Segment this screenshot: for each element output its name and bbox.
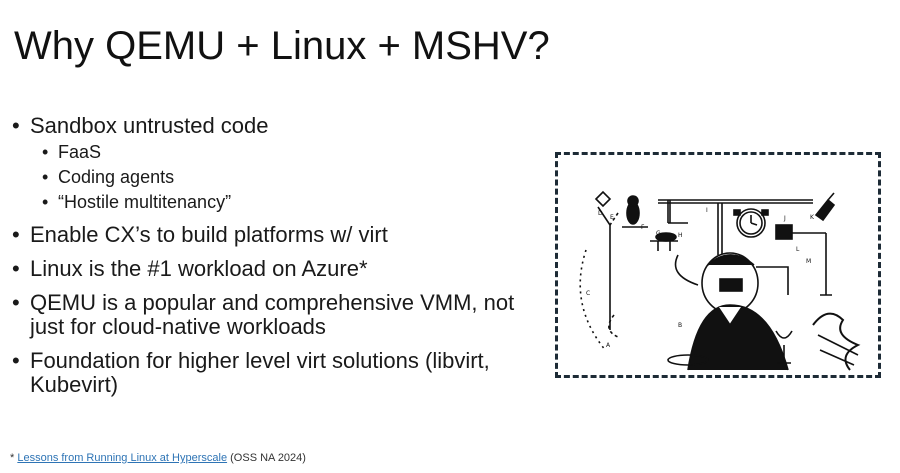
label-e: E <box>610 214 614 221</box>
rube-goldberg-illustration: A B C D E F G H I J K L M <box>579 190 861 371</box>
footnote-suffix: (OSS NA 2024) <box>227 452 306 464</box>
label-b: B <box>678 322 682 329</box>
sub-bullet-hostile-multitenancy: “Hostile multitenancy” <box>42 190 532 215</box>
label-f: F <box>641 224 645 231</box>
sub-bullet-list: FaaS Coding agents “Hostile multitenancy… <box>42 140 532 215</box>
bullet-sandbox: Sandbox untrusted code <box>12 114 532 139</box>
bullet-enable-cx: Enable CX’s to build platforms w/ virt <box>12 223 532 248</box>
label-j: J <box>783 215 786 222</box>
bullet-linux-workload: Linux is the #1 workload on Azure* <box>12 257 532 282</box>
label-c: C <box>586 290 590 297</box>
illustration-frame: A B C D E F G H I J K L M <box>555 152 881 378</box>
label-a: A <box>606 342 611 349</box>
label-k: K <box>810 214 815 221</box>
sub-bullet-faas: FaaS <box>42 140 532 165</box>
label-h: H <box>678 232 683 239</box>
footnote-link[interactable]: Lessons from Running Linux at Hyperscale <box>17 452 228 464</box>
label-d: D <box>598 210 603 217</box>
sub-bullet-coding-agents: Coding agents <box>42 165 532 190</box>
label-m: M <box>806 258 811 265</box>
footnote-prefix: * <box>10 452 18 464</box>
bullet-foundation: Foundation for higher level virt solutio… <box>12 349 532 397</box>
footnote: * Lessons from Running Linux at Hypersca… <box>10 451 306 465</box>
label-l: L <box>796 246 800 253</box>
bullet-list: Sandbox untrusted code FaaS Coding agent… <box>12 114 532 407</box>
bullet-qemu-popular: QEMU is a popular and comprehensive VMM,… <box>12 291 532 339</box>
slide-title: Why QEMU + Linux + MSHV? <box>14 24 550 68</box>
label-g: G <box>656 230 661 237</box>
label-i: I <box>706 207 708 214</box>
